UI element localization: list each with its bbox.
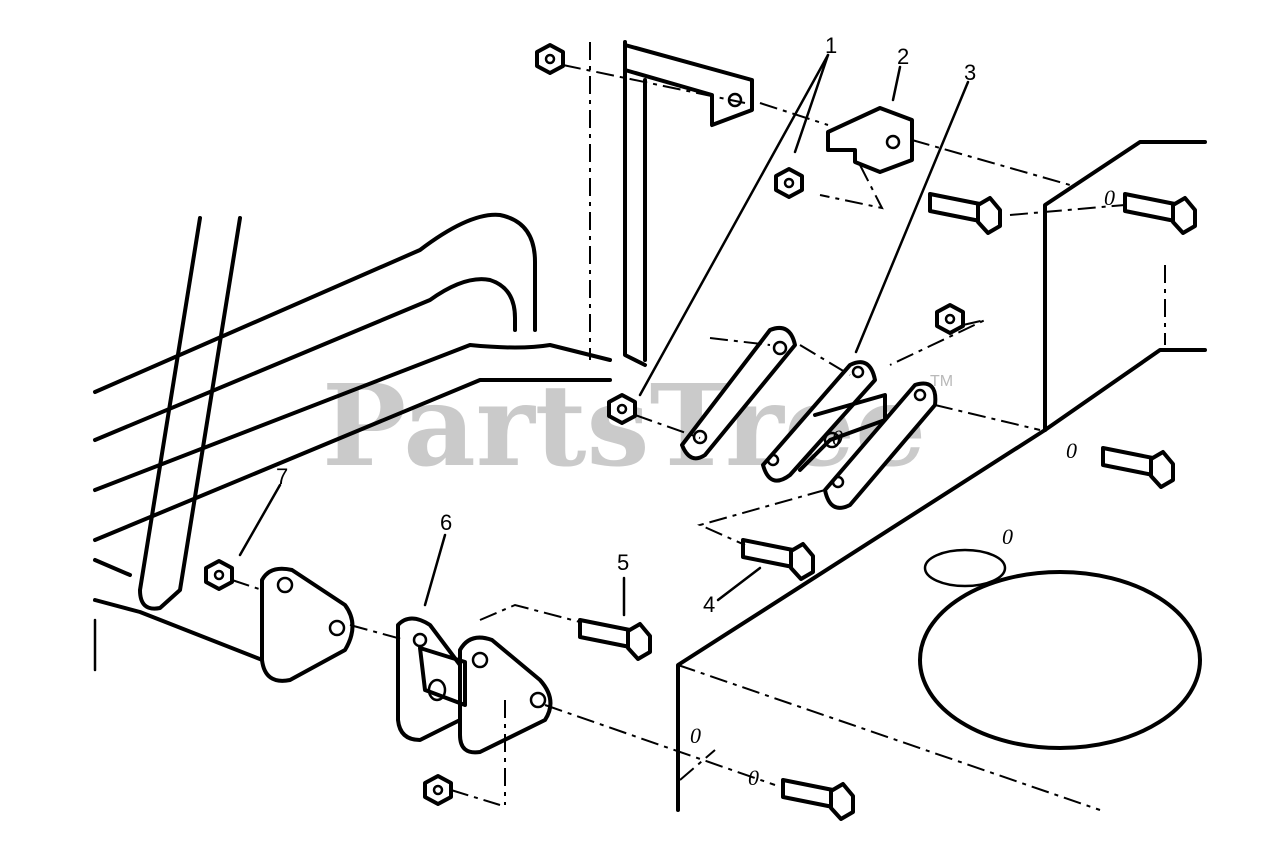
- assembly-lines: [231, 64, 1126, 806]
- part-2-channel-bracket: [826, 106, 914, 174]
- hex-nut: [204, 559, 234, 591]
- mower-deck: [676, 140, 1207, 812]
- hole-mark: 0: [748, 765, 759, 790]
- callout-6: 6: [440, 510, 452, 535]
- hex-nut: [935, 303, 965, 335]
- hex-bolt: [1101, 446, 1175, 489]
- callout-4: 4: [703, 592, 715, 617]
- deck-small-opening: [923, 548, 1007, 588]
- callout-3: 3: [964, 60, 976, 85]
- part-6-front-bracket: [396, 616, 553, 755]
- hole-mark: 0: [1066, 438, 1077, 463]
- hole-mark: 0: [1104, 185, 1115, 210]
- front-mount-plate: [260, 566, 355, 683]
- hex-nut: [535, 43, 565, 75]
- tractor-frame: [93, 40, 647, 672]
- callouts: 1 2 3 4 5 6 7: [276, 33, 976, 617]
- hole-mark: 0: [832, 425, 843, 450]
- hex-nut: [423, 774, 453, 806]
- part-3-hanger-bracket: [761, 360, 938, 510]
- watermark-tm: TM: [930, 373, 953, 390]
- hole-mark: 0: [690, 723, 701, 748]
- hex-nut: [607, 393, 637, 425]
- hex-bolt: [928, 192, 1002, 235]
- hex-bolt: [781, 778, 855, 821]
- callout-1: 1: [825, 33, 837, 58]
- hex-bolt: [578, 618, 652, 661]
- upper-frame-bracket: [623, 43, 754, 127]
- hole-mark: 0: [1002, 524, 1013, 549]
- callout-7: 7: [276, 464, 288, 489]
- hex-bolt: [1123, 192, 1197, 235]
- hex-nut: [774, 167, 804, 199]
- hole-marks: 0 0 0 0 0 0: [690, 185, 1115, 790]
- leader-lines: [238, 53, 970, 617]
- callout-5: 5: [617, 550, 629, 575]
- deck-large-opening: [918, 570, 1202, 750]
- flat-link-plate: [680, 325, 797, 461]
- hex-bolt: [741, 538, 815, 581]
- callout-2: 2: [897, 44, 909, 69]
